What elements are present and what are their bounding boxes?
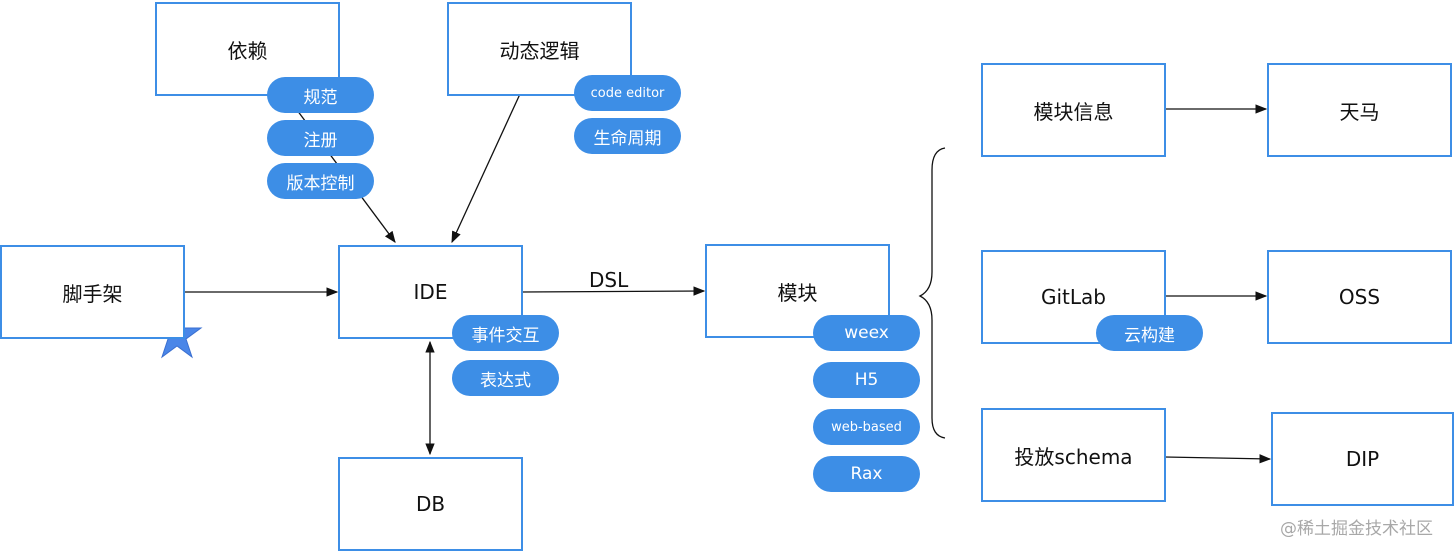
node-toufang: 投放schema [981,408,1166,502]
pill-web-based: web-based [813,409,920,445]
node-tianma-label: 天马 [1339,99,1380,124]
node-gitlab-label: GitLab [1041,285,1106,309]
edge-label-dsl: DSL [589,268,629,292]
node-jiaoshoujia: 脚手架 [0,245,185,339]
pill-banben: 版本控制 [267,163,374,199]
node-dip-label: DIP [1345,447,1380,471]
node-gitlab: GitLab [981,250,1166,344]
node-jiaoshoujia-label: 脚手架 [62,281,123,306]
pill-biaodashi: 表达式 [452,360,559,396]
pill-guifan: 规范 [267,77,374,113]
pill-yungoujian: 云构建 [1096,315,1203,351]
pill-shengming: 生命周期 [574,118,681,154]
watermark: @稀土掘金技术社区 [1280,519,1433,539]
edge-dongtai-ide [451,93,521,244]
pill-rax: Rax [813,456,920,492]
node-mokuai-label: 模块 [777,280,818,305]
node-mokuai-info: 模块信息 [981,63,1166,157]
pill-zhuce: 注册 [267,120,374,156]
pill-weex: weex [813,315,920,351]
node-ide-label: IDE [413,280,448,304]
pill-h5: H5 [813,362,920,398]
node-tianma: 天马 [1267,63,1452,157]
node-mokuai-info-label: 模块信息 [1033,99,1114,124]
node-oss: OSS [1267,250,1452,344]
node-toufang-label: 投放schema [1014,444,1133,469]
pill-code-editor: code editor [574,75,681,111]
curly-brace [918,147,946,439]
edge-ide-mokuai [521,286,706,296]
node-ide: IDE [338,245,523,339]
node-dongtai-label: 动态逻辑 [499,38,580,63]
node-oss-label: OSS [1338,285,1381,309]
node-db: DB [338,457,523,551]
node-dip: DIP [1271,412,1454,506]
edge-toufang-dip [1164,454,1272,464]
node-db-label: DB [415,492,446,516]
node-mokuai: 模块 [705,244,890,338]
pill-shijian: 事件交互 [452,315,559,351]
node-yilai-label: 依赖 [227,38,268,63]
